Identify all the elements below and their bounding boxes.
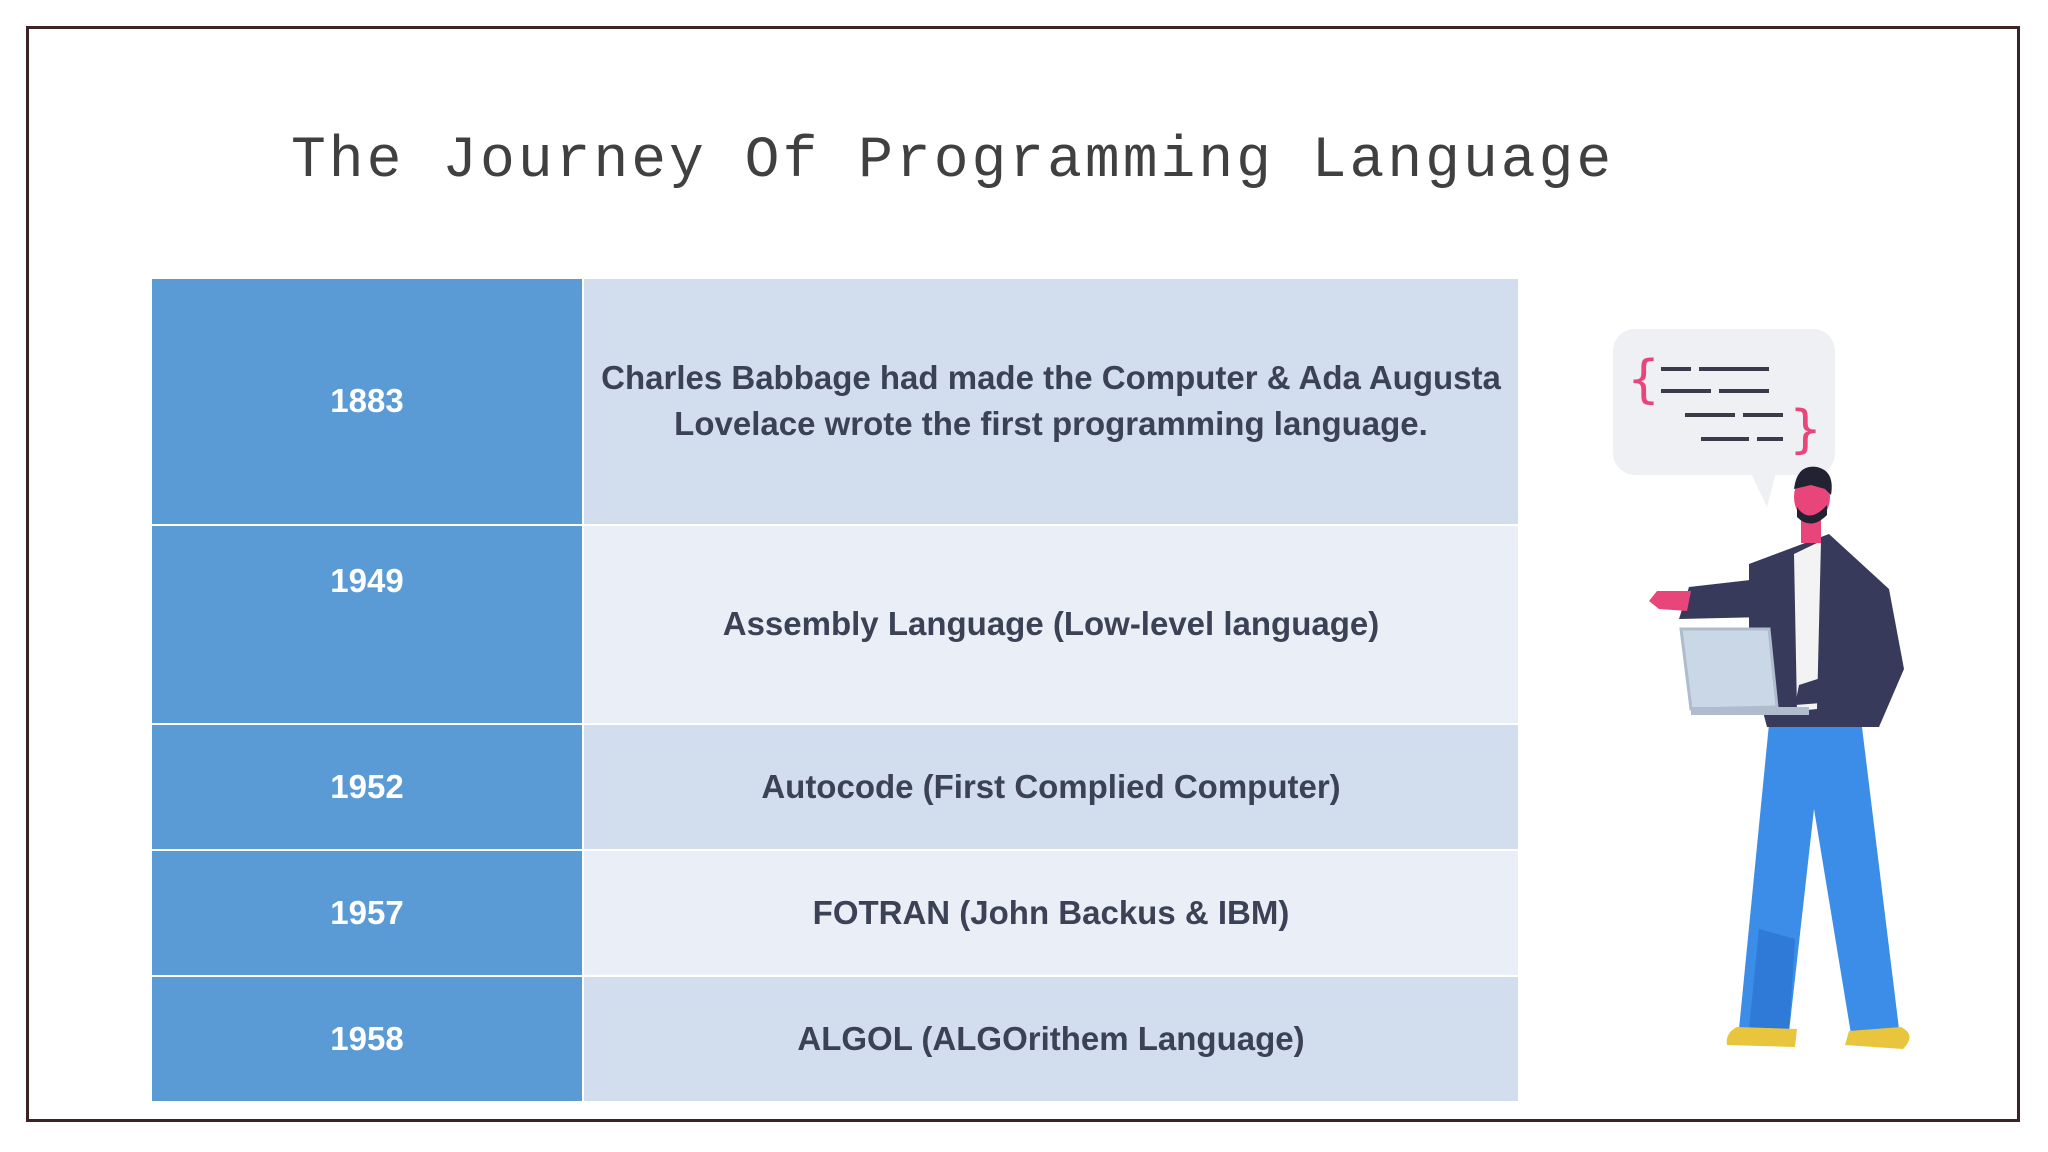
year-cell: 1958 xyxy=(150,975,584,1103)
year-cell: 1883 xyxy=(150,277,584,526)
description-cell: Assembly Language (Low-level language) xyxy=(582,523,1520,726)
person-with-laptop-icon: { } xyxy=(1613,329,1910,1049)
year-cell: 1952 xyxy=(150,723,584,852)
timeline-table: 1883 Charles Babbage had made the Comput… xyxy=(150,277,1520,1103)
description-cell: Autocode (First Complied Computer) xyxy=(582,723,1520,852)
description-cell: ALGOL (ALGOrithem Language) xyxy=(582,975,1520,1103)
description-cell: FOTRAN (John Backus & IBM) xyxy=(582,849,1520,978)
svg-text:{: { xyxy=(1627,350,1660,410)
svg-text:}: } xyxy=(1789,400,1822,460)
table-row: 1949 Assembly Language (Low-level langua… xyxy=(150,523,1520,726)
table-row: 1952 Autocode (First Complied Computer) xyxy=(150,723,1520,852)
slide-frame: The Journey Of Programming Language 1883… xyxy=(26,26,2020,1122)
table-row: 1883 Charles Babbage had made the Comput… xyxy=(150,277,1520,526)
table-row: 1957 FOTRAN (John Backus & IBM) xyxy=(150,849,1520,978)
description-cell: Charles Babbage had made the Computer & … xyxy=(582,277,1520,526)
code-speech-bubble-icon: { } xyxy=(1613,329,1835,507)
table-row: 1958 ALGOL (ALGOrithem Language) xyxy=(150,975,1520,1103)
year-cell: 1949 xyxy=(150,523,584,726)
slide-title: The Journey Of Programming Language xyxy=(291,129,1615,194)
year-cell: 1957 xyxy=(150,849,584,978)
